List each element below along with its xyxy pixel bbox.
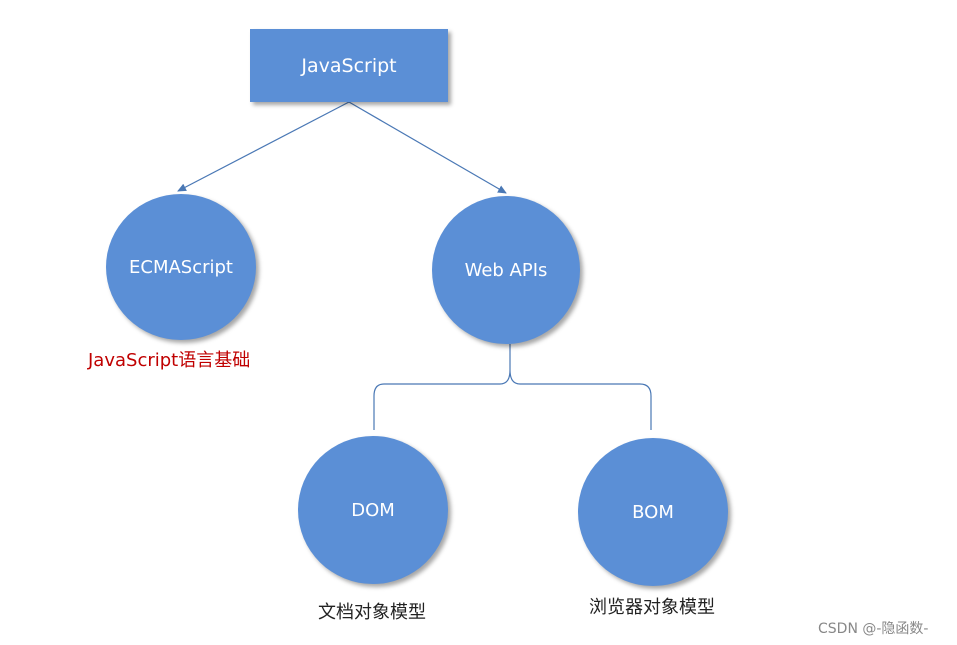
edge-root-to-ecmascript xyxy=(177,101,350,192)
bom-node: BOM xyxy=(578,438,728,586)
dom-caption: 文档对象模型 xyxy=(318,602,426,623)
javascript-node: JavaScript xyxy=(250,29,448,102)
edge-root-to-webapis xyxy=(348,101,507,194)
ecmascript-caption: JavaScript语言基础 xyxy=(88,350,251,371)
dom-node: DOM xyxy=(298,436,448,584)
dom-node-label: DOM xyxy=(351,499,395,521)
csdn-watermark: CSDN @-隐函数- xyxy=(818,621,929,637)
ecmascript-node: ECMAScript xyxy=(106,194,256,340)
bom-node-label: BOM xyxy=(632,501,674,523)
ecmascript-node-label: ECMAScript xyxy=(129,256,233,278)
javascript-node-label: JavaScript xyxy=(301,54,397,77)
webapis-node: Web APIs xyxy=(432,196,580,344)
bom-caption: 浏览器对象模型 xyxy=(589,597,715,618)
webapis-node-label: Web APIs xyxy=(464,259,548,281)
brace-webapis-to-children xyxy=(373,344,652,430)
